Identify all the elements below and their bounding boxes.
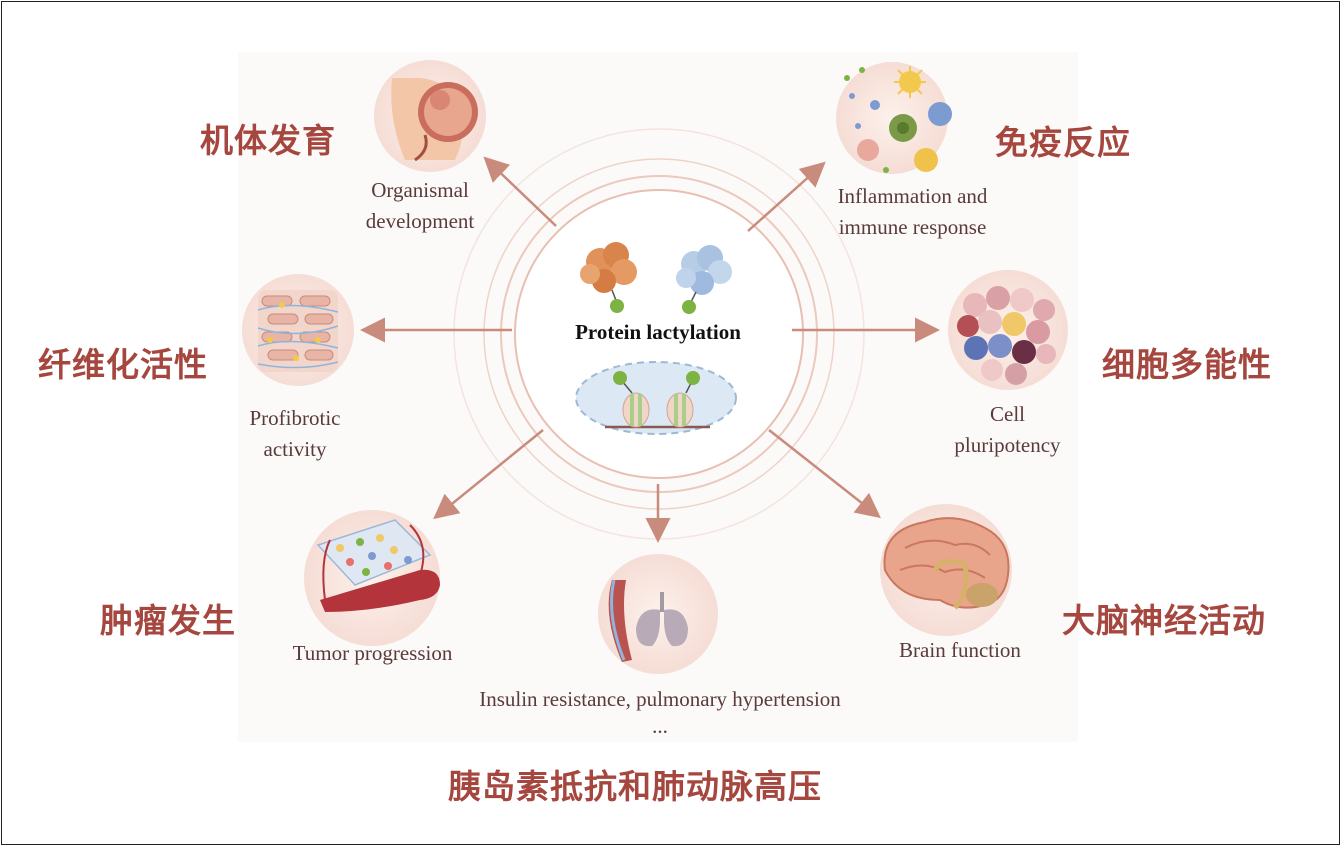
label-fibrotic-line2: activity [263, 437, 327, 461]
cn-immune: 免疫反应 [995, 123, 1131, 162]
label-immune-line1: Inflammation and [837, 184, 988, 208]
label-tumor: Tumor progression [270, 638, 475, 669]
label-brain-line1: Brain function [899, 638, 1021, 662]
cn-insulin: 胰岛素抵抗和肺动脉高压 [448, 767, 822, 806]
label-tumor-line1: Tumor progression [292, 641, 453, 665]
label-insulin-line1: Insulin resistance, pulmonary hypertensi… [479, 687, 841, 711]
label-immune: Inflammation and immune response [810, 181, 1015, 243]
arrow-immune [747, 161, 826, 232]
cn-development: 机体发育 [200, 121, 336, 160]
nucleosome-icon [575, 361, 737, 435]
immune-cells-icon [836, 62, 952, 174]
cn-tumor: 肿瘤发生 [100, 601, 236, 640]
label-immune-line2: immune response [838, 215, 987, 239]
fibroblast-tissue-icon [242, 274, 354, 386]
stem-cell-cluster-icon [948, 270, 1068, 390]
arrow-brain [768, 429, 881, 519]
label-insulin-line2: ... [652, 714, 668, 738]
cn-fibrotic: 纤维化活性 [38, 345, 208, 384]
orange-protein-icon [580, 242, 637, 313]
label-pluripotency: Cell pluripotency [925, 399, 1090, 461]
center-title: Protein lactylation [575, 320, 741, 344]
blue-protein-icon [676, 245, 732, 314]
label-development-line1: Organismal [371, 178, 469, 202]
label-development: Organismal development [335, 175, 505, 237]
label-fibrotic: Profibrotic activity [225, 403, 365, 465]
label-insulin: Insulin resistance, pulmonary hypertensi… [445, 684, 875, 737]
label-pluripotency-line1: Cell [990, 402, 1025, 426]
brain-icon [880, 504, 1012, 636]
muscle-lung-icon [598, 554, 718, 674]
arrow-tumor [433, 429, 544, 520]
arrow-development [483, 156, 557, 227]
arrows [360, 156, 940, 543]
tumor-vessel-icon [304, 510, 440, 646]
label-brain: Brain function [870, 635, 1050, 666]
cn-brain: 大脑神经活动 [1062, 601, 1266, 640]
cn-pluripotency: 细胞多能性 [1102, 345, 1272, 384]
fetus-icon [374, 60, 486, 172]
label-development-line2: development [365, 209, 475, 233]
label-pluripotency-line2: pluripotency [954, 433, 1061, 457]
label-fibrotic-line1: Profibrotic [249, 406, 341, 430]
